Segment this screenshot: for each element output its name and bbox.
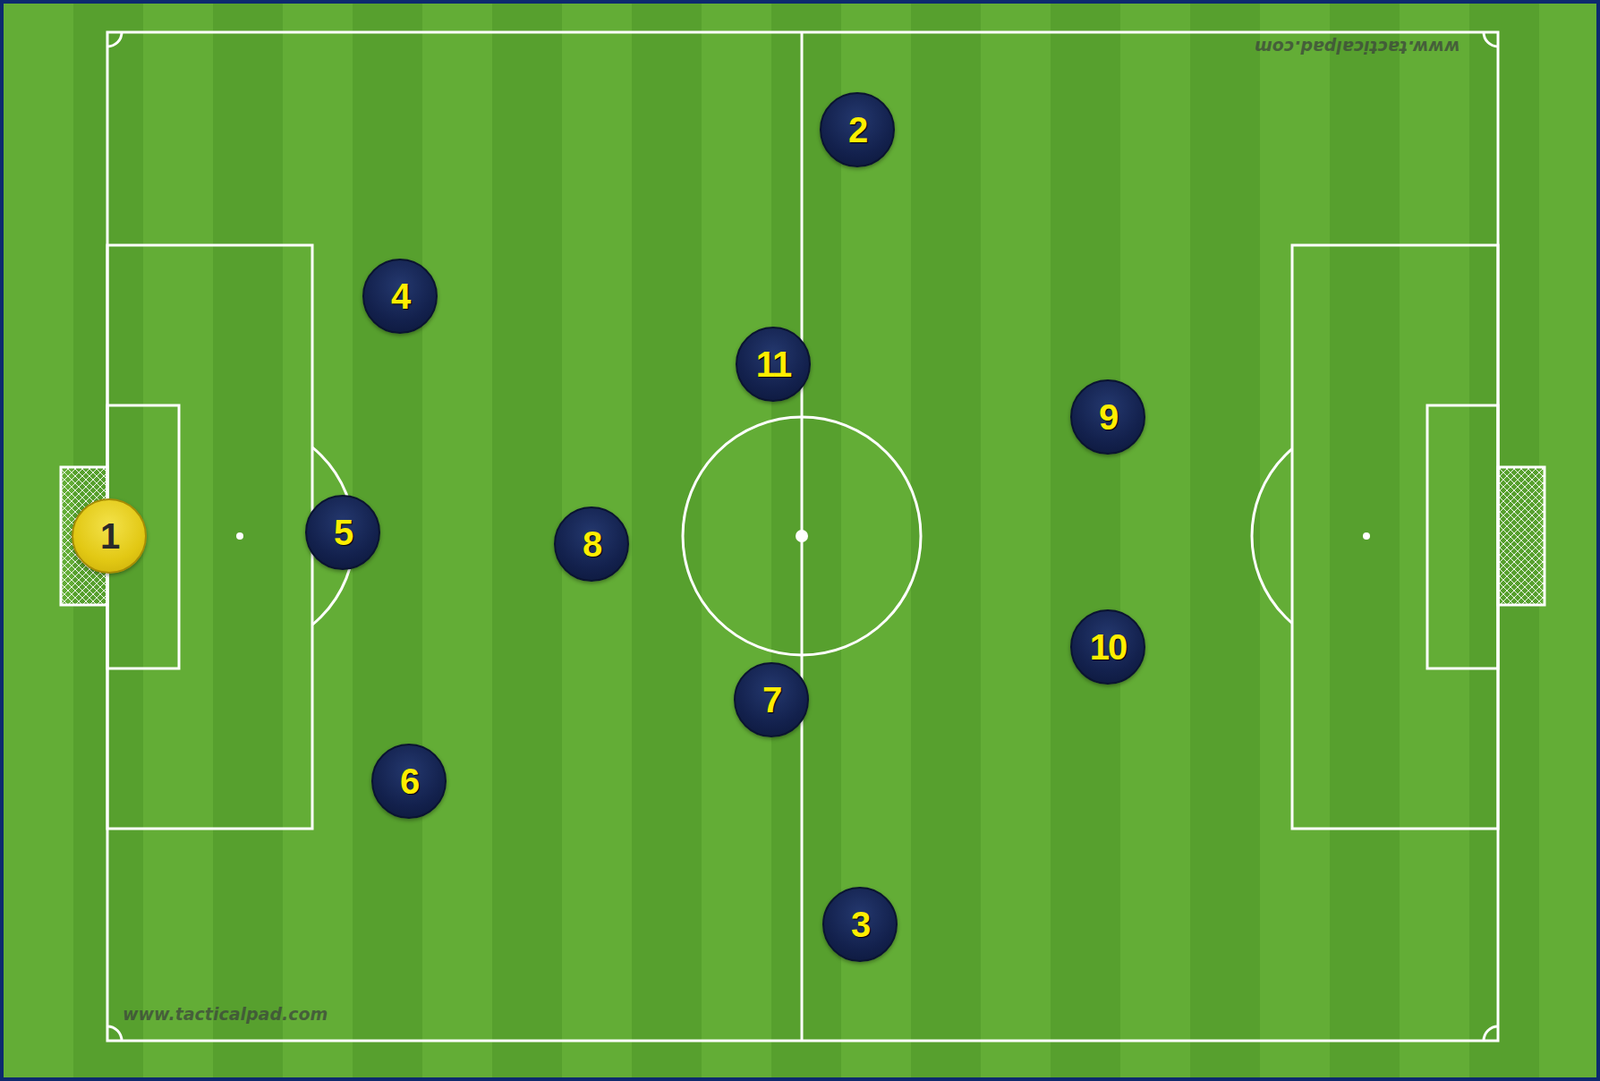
player-marker: 3 — [822, 886, 898, 962]
player-marker: 10 — [1070, 609, 1146, 685]
goalkeeper-marker: 1 — [71, 498, 147, 574]
player-number: 11 — [756, 346, 791, 383]
player-marker: 11 — [735, 326, 811, 402]
player-number: 4 — [391, 278, 409, 315]
watermark: www.tacticalpad.com — [1254, 37, 1460, 58]
player-number: 5 — [333, 514, 352, 551]
player-marker: 8 — [553, 506, 630, 582]
player-number: 7 — [762, 681, 781, 718]
player-number: 6 — [400, 763, 418, 800]
player-marker: 6 — [371, 743, 447, 819]
player-number: 9 — [1098, 399, 1117, 435]
player-number: 2 — [848, 111, 867, 148]
player-marker: 7 — [733, 662, 809, 738]
player-marker: 5 — [305, 494, 381, 571]
player-number: 1 — [100, 518, 119, 554]
player-marker: 4 — [362, 258, 438, 334]
player-marker: 2 — [819, 92, 895, 168]
player-number: 8 — [582, 526, 601, 562]
player-marker: 9 — [1070, 379, 1146, 455]
player-number: 3 — [851, 906, 869, 943]
player-number: 10 — [1089, 629, 1127, 665]
watermark: www.tacticalpad.com — [122, 1004, 328, 1024]
